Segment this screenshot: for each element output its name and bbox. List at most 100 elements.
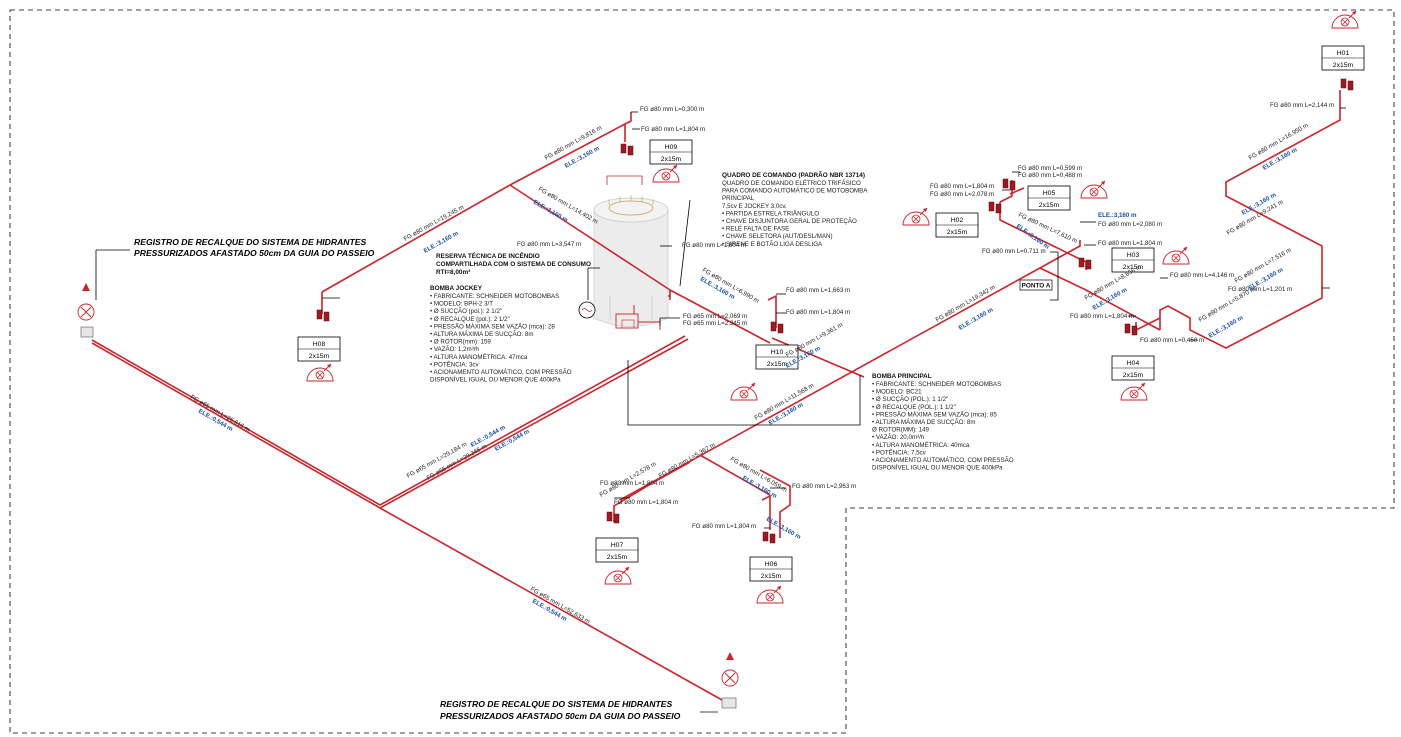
bomba-jockey-line: • Ø SUCÇÃO (pol.): 2 1/2" xyxy=(430,308,502,315)
bomba-principal-line: • ACIONAMENTO AUTOMÁTICO, COM PRESSÃO xyxy=(872,457,1014,464)
reserva-tecnica: RESERVA TÉCNICA DE INCÊNDIOCOMPARTILHADA… xyxy=(436,251,591,276)
pipe-label: FG ø80 mm L=1,804 m xyxy=(614,499,678,506)
bomba-principal-line: • POTÊNCIA: 7,5cv xyxy=(872,448,927,456)
bomba-principal-title: BOMBA PRINCIPAL xyxy=(872,373,932,380)
registro-top-symbol xyxy=(77,283,95,338)
pipe-label: FG ø80 mm L=4,146 m xyxy=(1170,272,1234,279)
reserva-tecnica-title: COMPARTILHADA COM O SISTEMA DE CONSUMO xyxy=(436,261,591,268)
quadro-comando: QUADRO DE COMANDO (PADRÃO NBR 13714)QUAD… xyxy=(722,170,868,248)
pipe-label: FG ø80 mm L=1,804 m xyxy=(692,523,756,530)
pipe-label: FG ø80 mm L=1,663 m xyxy=(786,287,850,294)
bomba-jockey-line: • Ø ROTOR(mm): 159 xyxy=(430,339,491,346)
bomba-principal-line: • VAZÃO: 20,0m³/h xyxy=(872,434,925,441)
ponto-a-tag: PONTO A xyxy=(1019,279,1053,291)
site-boundary xyxy=(9,9,1395,734)
pipe-label: FG ø80 mm L=1,804 m xyxy=(1098,240,1162,247)
hydrant-hose-icon xyxy=(1120,382,1148,401)
pipe-label: FG ø80 mm L=0,488 m xyxy=(1018,172,1082,179)
hydrant-hose-icon xyxy=(1162,246,1190,265)
registro-bottom-line2: PRESSURIZADOS AFASTADO 50cm DA GUIA DO P… xyxy=(440,711,681,721)
registro-top-line1: REGISTRO DE RECALQUE DO SISTEMA DE HIDRA… xyxy=(134,237,366,247)
bomba-principal: BOMBA PRINCIPAL• FABRICANTE: SCHNEIDER M… xyxy=(872,373,1014,472)
hydrant-valve xyxy=(620,143,634,156)
bomba-jockey-line: • PRESSÃO MÁXIMA SEM VAZÃO (mca): 28 xyxy=(430,323,555,330)
hydrant-name: H02 xyxy=(951,217,964,224)
elevation-label: ELE.:3,160 m xyxy=(1098,212,1137,219)
control-panel-symbol xyxy=(578,301,596,319)
hydrant-hose-icon xyxy=(902,207,930,226)
hydrant-hose-icon xyxy=(756,585,784,604)
pipe-label: FG ø80 mm L=0,450 m xyxy=(1140,337,1204,344)
pipe-label: FG ø80 mm L=2,080 m xyxy=(1098,221,1162,228)
hydrant-size: 2x15m xyxy=(761,573,782,580)
quadro-comando-line: • CHAVE DISJUNTORA GERAL DE PROTEÇÃO xyxy=(722,218,857,225)
notes: QUADRO DE COMANDO (PADRÃO NBR 13714)QUAD… xyxy=(430,170,1014,472)
bomba-jockey-title: BOMBA JOCKEY xyxy=(430,285,483,292)
pipe-label: FG ø80 mm L=3,547 m xyxy=(517,241,581,248)
hydrant-size: 2x15m xyxy=(661,156,682,163)
registro-bottom-line1: REGISTRO DE RECALQUE DO SISTEMA DE HIDRA… xyxy=(440,699,672,709)
reserva-tecnica-title: RTI=8,00m³ xyxy=(436,269,470,276)
quadro-comando-line: • PARTIDA ESTRELA TRIÂNGULO xyxy=(722,210,819,217)
pipe-label: FG ø80 mm L=1,201 m xyxy=(1228,286,1292,293)
hydrants: H012x15mH022x15mH052x15mH032x15mH042x15m… xyxy=(297,10,1365,604)
hydrant-hose-icon xyxy=(1331,10,1359,29)
pipe-label: FG ø80 mm L=1,804 m xyxy=(682,242,746,249)
leader-lines xyxy=(95,107,1346,713)
elevation-label: ELE.:3,160 m xyxy=(1208,314,1245,340)
pipe-label: FG ø80 mm L=0,711 m xyxy=(982,248,1046,255)
hydrant-size: 2x15m xyxy=(1039,202,1060,209)
pipe-label: FG ø80 mm L=0,599 m xyxy=(1018,165,1082,172)
quadro-comando-title: QUADRO DE COMANDO (PADRÃO NBR 13714) xyxy=(722,170,865,179)
quadro-comando-line: • RELÉ FALTA DE FASE xyxy=(722,226,789,233)
hydrant-valve xyxy=(1078,257,1092,270)
pipe-label: FG ø80 mm L=19,342 m xyxy=(935,284,997,324)
hydrant-valve xyxy=(1002,178,1016,191)
bomba-principal-line: • MODELO: BC21 xyxy=(872,389,922,396)
pipe-label: FG ø80 mm L=0,300 m xyxy=(640,106,704,113)
pipe-label: FG ø80 mm L=2,144 m xyxy=(1270,102,1334,109)
hydrant-hose-icon xyxy=(730,382,758,401)
bomba-jockey-line: • POTÊNCIA: 3cv xyxy=(430,360,479,368)
bomba-principal-line: • Ø SUCÇÃO (POL.): 1 1/2" xyxy=(872,396,948,403)
pipe-label: FG ø80 mm L=2,078 m xyxy=(930,191,994,198)
hydrant-valve xyxy=(770,321,784,334)
hydrant-name: H08 xyxy=(313,341,326,348)
hydrant-valve xyxy=(988,201,1002,214)
hydrant-name: H09 xyxy=(665,144,678,151)
hydrant-size: 2x15m xyxy=(1333,62,1354,69)
reserva-tecnica-title: RESERVA TÉCNICA DE INCÊNDIO xyxy=(436,251,540,260)
water-tank xyxy=(593,175,669,327)
hydrant-h09: H09 2x15m xyxy=(620,139,693,183)
bomba-principal-line: DISPONÍVEL IGUAL OU MENOR QUE 400kPa xyxy=(872,465,1003,472)
bomba-principal-line: • ALTURA MÁXIMA DE SUCÇÃO: 8m xyxy=(872,419,975,426)
registro-bottom-symbol xyxy=(721,652,739,709)
bomba-principal-line: • FABRICANTE: SCHNEIDER MOTOBOMBAS xyxy=(872,381,1001,388)
pipe-label: FG ø65 mm L=2,345 m xyxy=(683,320,747,327)
bomba-jockey: BOMBA JOCKEY• FABRICANTE: SCHNEIDER MOTO… xyxy=(430,285,572,384)
pipe-label: FG ø80 mm L=1,804 m xyxy=(1070,313,1134,320)
registro-top-line2: PRESSURIZADOS AFASTADO 50cm DA GUIA DO P… xyxy=(134,248,375,258)
bomba-jockey-line: • VAZÃO: 1,2m³/h xyxy=(430,346,479,353)
pipe-label: FG ø80 mm L=1,804 m xyxy=(786,309,850,316)
ponto-a-label: PONTO A xyxy=(1022,283,1051,290)
hydrant-valve xyxy=(606,511,620,524)
hydrant-size: 2x15m xyxy=(767,361,788,368)
bomba-jockey-line: DISPONÍVEL IGUAL OU MENOR QUE 400kPa xyxy=(430,377,561,384)
bomba-principal-line: Ø ROTOR(MM): 149 xyxy=(872,427,930,434)
bomba-jockey-line: • ALTURA MÁXIMA DE SUCÇÃO: 8m xyxy=(430,331,533,338)
quadro-comando-line: PRINCIPAL xyxy=(722,195,755,202)
quadro-comando-line: • SIRENE E BOTÃO LIGA DESLIGA xyxy=(722,241,823,248)
quadro-comando-line: PARA COMANDO AUTOMÁTICO DE MOTOBOMBA xyxy=(722,188,868,195)
hydrant-name: H01 xyxy=(1337,50,1350,57)
bomba-principal-line: • PRESSÃO MÁXIMA SEM VAZÃO (mca): 85 xyxy=(872,411,997,418)
hydrant-hose-icon xyxy=(306,363,334,382)
hydrant-name: H04 xyxy=(1127,360,1140,367)
bomba-jockey-line: • ACIONAMENTO AUTOMÁTICO, COM PRESSÃO xyxy=(430,369,572,376)
hydrant-size: 2x15m xyxy=(607,554,628,561)
